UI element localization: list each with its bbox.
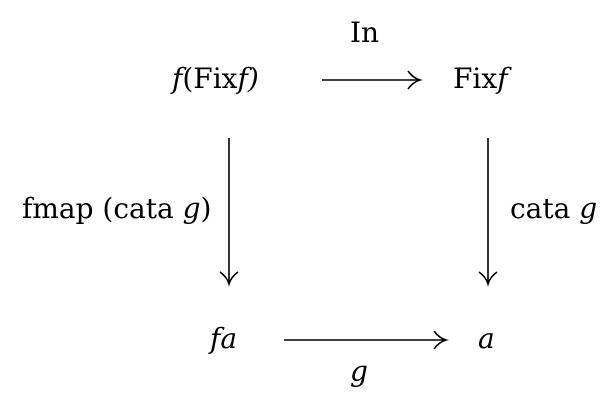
label-cata-g: cata g [510,192,597,225]
g: g [182,192,201,225]
arrow-cata [478,138,498,287]
node-fa: fa [210,322,238,355]
arrow-in [322,70,423,90]
fmap-cata: fmap (cata [22,192,183,225]
paren: ) [200,192,212,225]
node-fix-f: Fixf [453,62,508,95]
f: f [172,62,183,95]
node-f-fix-f: f(Fixf) [172,62,259,95]
fix: Fix [453,62,498,95]
f: f) [237,62,259,95]
g: g [579,192,598,225]
label-fmap-cata-g: fmap (cata g) [22,192,211,225]
f: f [497,62,508,95]
fix: (Fix [182,62,238,95]
node-a: a [478,322,495,355]
label-in: In [350,16,380,49]
arrow-fmap [219,138,239,287]
label-g: g [350,355,368,388]
cata: cata [510,192,580,225]
arrow-g [284,330,449,350]
